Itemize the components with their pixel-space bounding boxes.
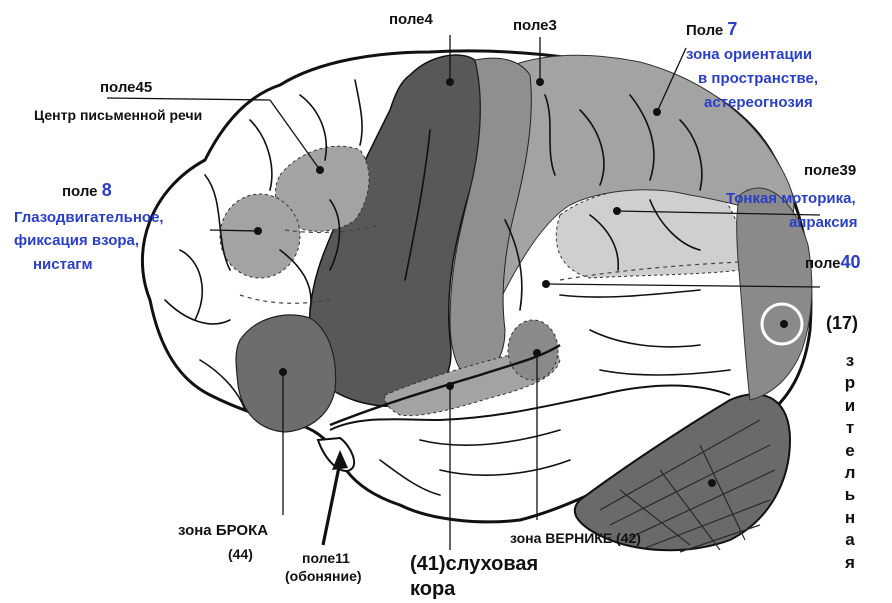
label-auditory-cortex-2: кора: [410, 578, 455, 601]
label-field17: (17): [826, 313, 858, 334]
field-8: [220, 194, 300, 278]
label-pole8-prefix: поле: [62, 183, 98, 200]
label-auditory-cortex: (41)слуховая: [410, 553, 538, 576]
label-pole40: поле40: [805, 252, 861, 273]
label-pole40-number: 40: [841, 252, 861, 272]
label-pole11-desc: (обоняние): [285, 568, 362, 584]
label-pole8-number: 8: [102, 180, 112, 200]
label-pole3: поле3: [513, 17, 557, 34]
label-pole7: Поле 7: [686, 19, 737, 40]
label-pole7-desc1: зона ориентации: [686, 46, 812, 63]
label-wernicke: зона ВЕРНИКЕ (42): [510, 530, 641, 546]
label-broca-number: (44): [228, 546, 253, 562]
label-pole39-desc2: апраксия: [789, 214, 858, 231]
label-pole45-desc: Центр письменной речи: [34, 107, 202, 123]
label-pole7-prefix: Поле: [686, 22, 723, 39]
label-pole8-desc3: нистагм: [33, 256, 93, 273]
label-pole39: поле39: [804, 162, 856, 179]
label-pole8-desc1: Глазодвигательное,: [14, 209, 164, 226]
label-visual-zone: зрительная: [842, 350, 858, 574]
label-pole40-prefix: поле: [805, 255, 841, 272]
label-pole7-desc3: астереогнозия: [704, 94, 813, 111]
label-pole8-desc2: фиксация взора,: [14, 232, 139, 249]
label-pole39-desc1: Тонкая моторика,: [726, 190, 856, 207]
label-pole11: поле11: [302, 550, 350, 566]
label-pole4: поле4: [389, 11, 433, 28]
label-broca: зона БРОКА: [178, 522, 268, 539]
olfactory-arrow: [323, 462, 340, 545]
label-pole7-desc2: в пространстве,: [698, 70, 818, 87]
label-pole8: поле 8: [62, 180, 112, 201]
label-pole7-number: 7: [727, 19, 737, 39]
label-pole45: поле45: [100, 79, 152, 96]
